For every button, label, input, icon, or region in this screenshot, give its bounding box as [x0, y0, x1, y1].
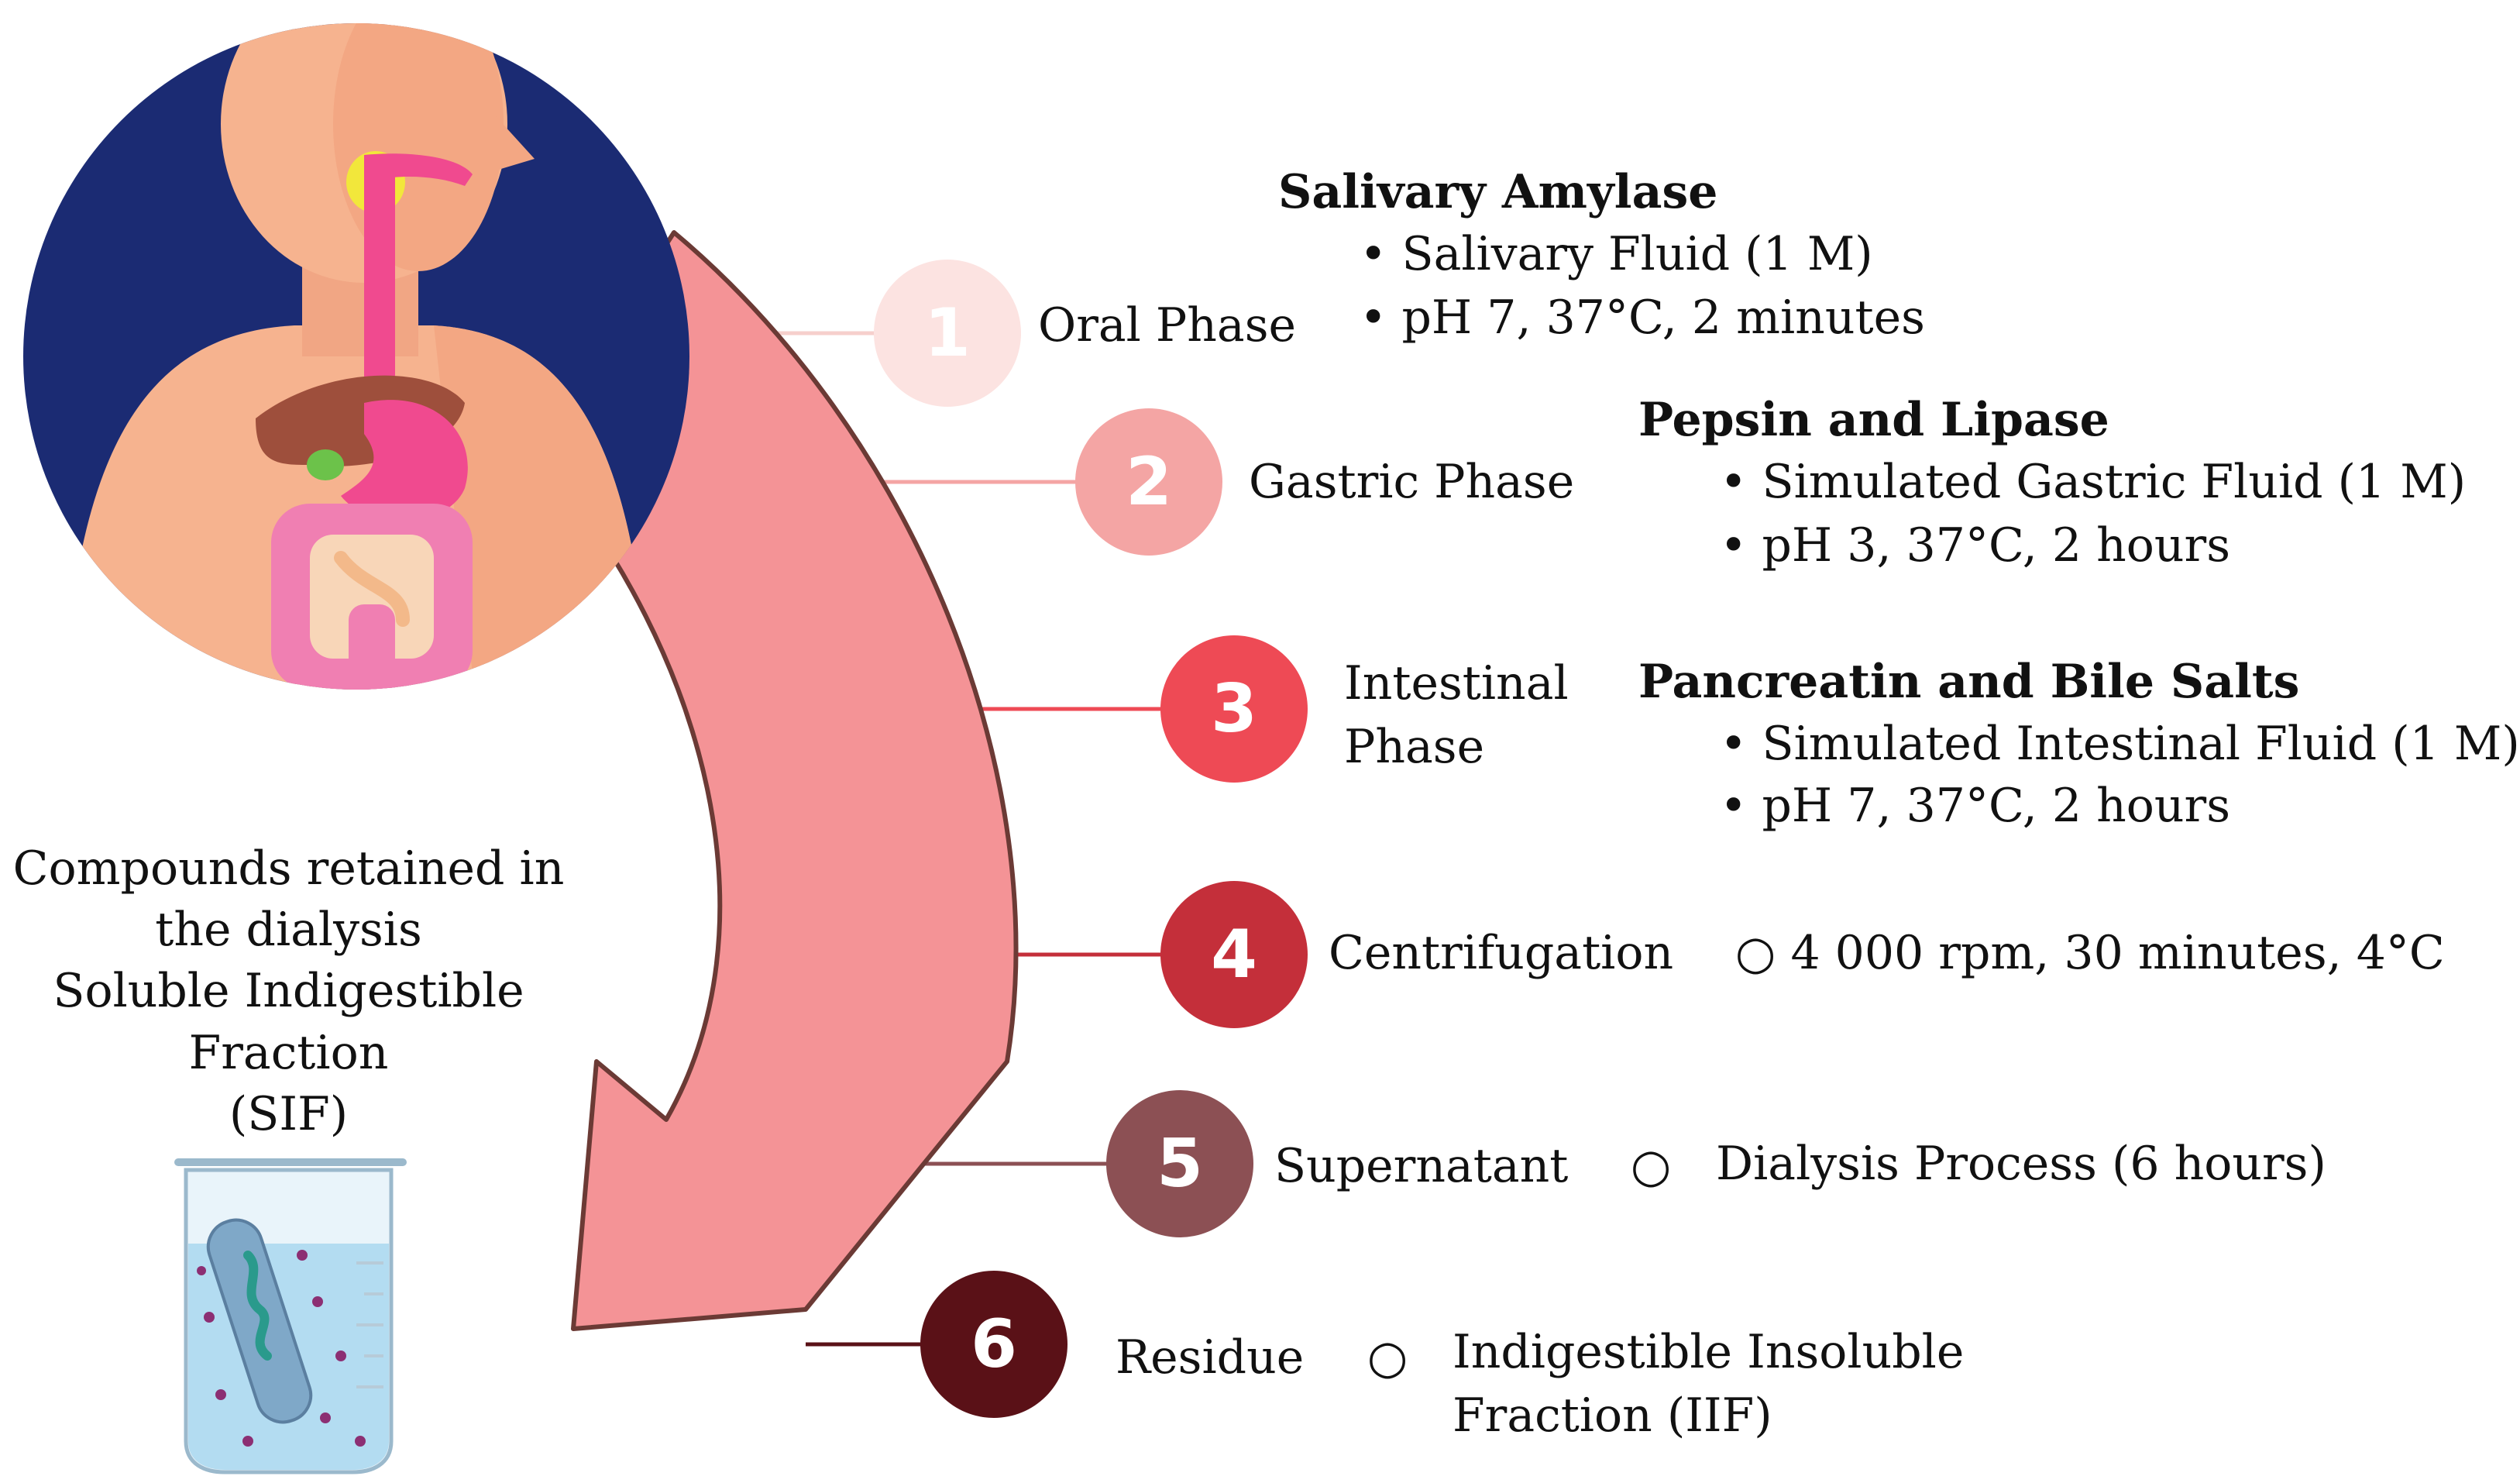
stage-6-bullet-circle: ○	[1367, 1330, 1408, 1385]
human-digestive-system-illustration	[23, 23, 689, 690]
stage-2-phase-label: Gastric Phase	[1249, 455, 1575, 509]
sif-label-line-4: Fraction	[188, 1025, 389, 1080]
bullet-text: Simulated Intestinal Fluid (1 M)	[1762, 717, 2520, 771]
stage-2-heading: Pepsin and Lipase	[1638, 393, 2109, 447]
sif-label-line-2: the dialysis	[155, 903, 422, 958]
beaker-dialysis-icon	[174, 1158, 407, 1474]
stage-6-detail-line-1: Indigestible Insoluble	[1453, 1325, 1965, 1379]
stage-4-detail: ○ 4 000 rpm, 30 minutes, 4°C	[1735, 930, 2445, 976]
bullet-circle: ○	[1735, 926, 1776, 980]
stage-3-heading: Pancreatin and Bile Salts	[1638, 655, 2300, 709]
stage-5-bullet-circle: ○	[1631, 1139, 1672, 1193]
stage-4-number-circle: 4	[1160, 881, 1308, 1028]
stage-4-phase-label: Centrifugation	[1329, 926, 1674, 980]
stage-1-bullet-1: • Salivary Fluid (1 M)	[1360, 231, 1873, 277]
stage-3-phase-label-line-1: Intestinal	[1344, 656, 1569, 711]
stage-2-bullet-2: • pH 3, 37°C, 2 hours	[1720, 522, 2230, 569]
bullet-text: Simulated Gastric Fluid (1 M)	[1762, 455, 2467, 509]
curved-flow-arrow	[532, 230, 1019, 1331]
sif-label-line-1: Compounds retained in	[12, 841, 565, 896]
stage-3-bullet-2: • pH 7, 37°C, 2 hours	[1720, 783, 2230, 829]
stage-3-phase-label-line-2: Phase	[1344, 720, 1485, 774]
stage-1-phase-label: Oral Phase	[1038, 298, 1296, 353]
detail-text: 4 000 rpm, 30 minutes, 4°C	[1790, 926, 2445, 980]
bullet-dot: •	[1360, 227, 1387, 281]
bullet-text: Salivary Fluid (1 M)	[1401, 227, 1873, 281]
stage-5-phase-label: Supernatant	[1274, 1139, 1569, 1193]
stage-1-number-circle: 1	[874, 260, 1021, 407]
stage-1-bullet-2: • pH 7, 37°C, 2 minutes	[1360, 294, 1925, 341]
bullet-dot: •	[1720, 717, 1748, 771]
stage-6-detail-line-2: Fraction (IIF)	[1453, 1388, 1772, 1443]
bullet-dot: •	[1720, 455, 1748, 509]
stage-2-number-circle: 2	[1075, 408, 1222, 556]
bullet-text: pH 7, 37°C, 2 hours	[1762, 779, 2230, 833]
bullet-dot: •	[1720, 779, 1748, 833]
stage-3-bullet-1: • Simulated Intestinal Fluid (1 M)	[1720, 721, 2520, 767]
bullet-text: pH 7, 37°C, 2 minutes	[1401, 291, 1925, 345]
connector-lines	[736, 331, 1170, 1347]
bullet-dot: •	[1720, 518, 1748, 573]
stage-5-number-circle: 5	[1106, 1090, 1253, 1237]
stage-1-heading: Salivary Amylase	[1278, 165, 1718, 219]
bullet-text: pH 3, 37°C, 2 hours	[1762, 518, 2230, 573]
esophagus-shape	[364, 167, 395, 434]
sif-label: Compounds retained in the dialysis Solub…	[0, 838, 577, 1145]
bullet-dot: •	[1360, 291, 1387, 345]
stage-5-detail: Dialysis Process (6 hours)	[1716, 1137, 2326, 1191]
sif-label-line-5: (SIF)	[229, 1086, 349, 1141]
sif-label-line-3: Soluble Indigestible	[53, 964, 524, 1019]
stage-6-phase-label: Residue	[1116, 1330, 1305, 1385]
stage-3-number-circle: 3	[1160, 635, 1308, 783]
stage-6-number-circle: 6	[920, 1271, 1067, 1418]
stage-2-bullet-1: • Simulated Gastric Fluid (1 M)	[1720, 459, 2466, 505]
